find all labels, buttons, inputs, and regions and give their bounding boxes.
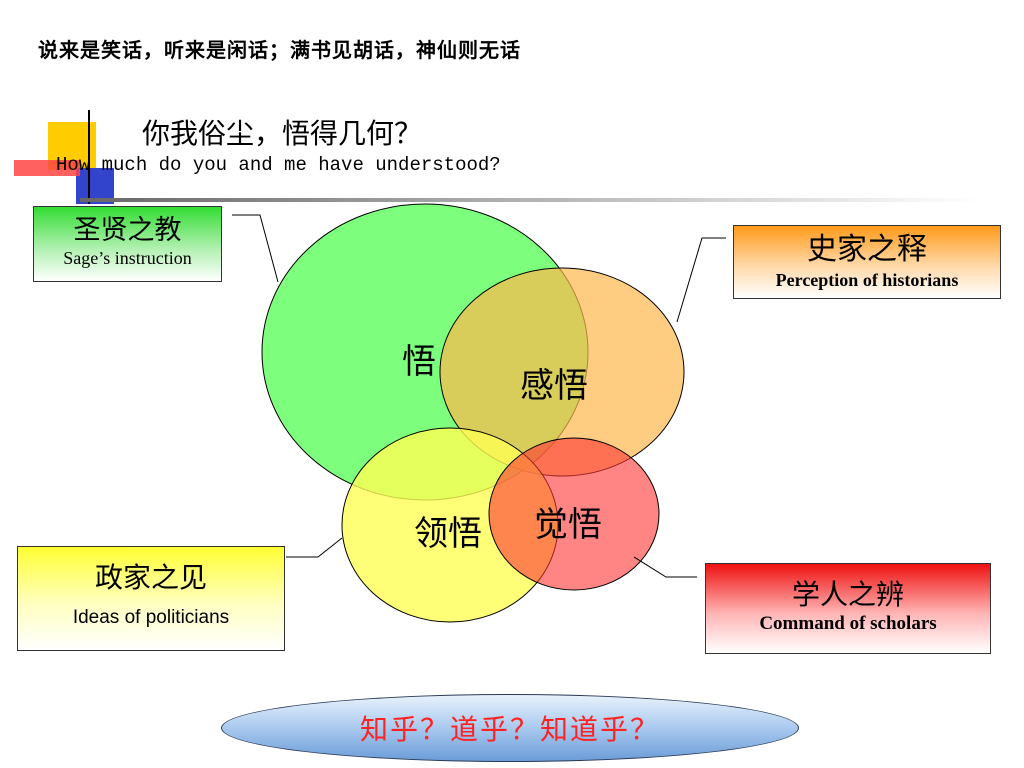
venn-circle-red	[488, 437, 660, 591]
venn-label-ganwu: 感悟	[520, 366, 588, 406]
historians-box-subtitle: Perception of historians	[775, 270, 959, 290]
connector-politicians	[286, 537, 343, 558]
historians-box-title: 史家之释	[807, 232, 927, 267]
top-quote: 说来是笑话，听来是闲话；满书见胡话，神仙则无话	[38, 38, 521, 62]
scholars-box-title: 学人之辨	[791, 578, 904, 611]
politicians-box: 政家之见 Ideas of politicians	[17, 546, 285, 651]
politicians-box-subtitle: Ideas of politicians	[72, 607, 230, 628]
page-title-chinese: 你我俗尘，悟得几何？	[142, 117, 423, 150]
venn-label-juewu: 觉悟	[534, 505, 602, 545]
connector-historians	[676, 237, 726, 323]
page-title-english: How much do you and me have understood?	[56, 154, 501, 176]
red-bar	[14, 160, 80, 176]
connector-sage	[232, 214, 279, 283]
venn-label-lingwu: 领悟	[414, 514, 482, 554]
horizontal-rule	[80, 198, 980, 202]
scholars-box: 学人之辨 Command of scholars	[705, 563, 991, 654]
sage-box-title: 圣贤之教	[73, 215, 182, 246]
zhi-dao-button-label: 知乎？道乎？知道乎？	[359, 713, 660, 746]
sage-box-subtitle: Sage’s instruction	[63, 248, 192, 268]
politicians-box-title: 政家之见	[94, 561, 207, 594]
decorative-logo	[14, 110, 980, 204]
zhi-dao-button[interactable]: 知乎？道乎？知道乎？	[221, 694, 799, 762]
sage-instruction-box: 圣贤之教 Sage’s instruction	[33, 206, 222, 282]
scholars-box-subtitle: Command of scholars	[759, 613, 937, 634]
historians-box: 史家之释 Perception of historians	[733, 225, 1001, 299]
venn-label-wu: 悟	[402, 342, 436, 382]
connector-scholars	[633, 556, 697, 578]
